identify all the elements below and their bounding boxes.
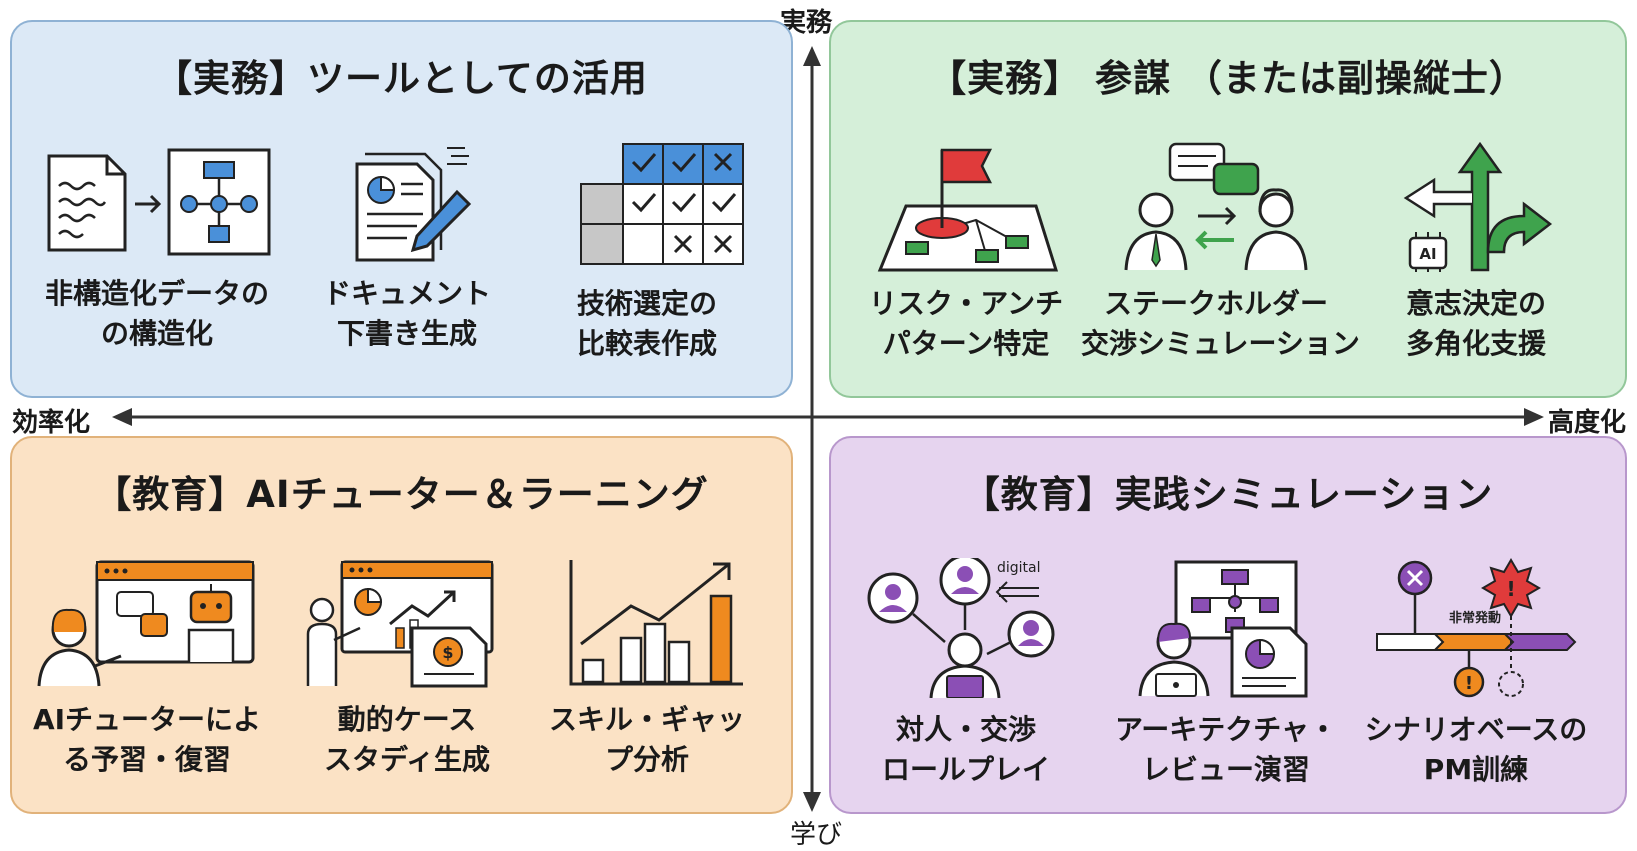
item-label: AIチューターによ る予習・復習 (32, 703, 262, 776)
item-stakeholder-negotiation: ステークホルダー 交渉シミュレーション (1081, 142, 1360, 364)
emergency-tag: 非常発動 (1449, 610, 1501, 626)
item-label: リスク・アンチ パターン特定 (868, 287, 1064, 360)
digital-tag: digital (997, 560, 1041, 576)
item-label: 意志決定の 多角化支援 (1405, 287, 1546, 360)
architecture-review-icon (1138, 560, 1308, 698)
comparison-table-icon (580, 143, 744, 265)
svg-text:$: $ (442, 643, 453, 662)
quadrant-bottom-left: 【教育】AIチューター＆ラーニング AIチューターによ る予習・復習 (10, 436, 793, 814)
item-role-play: digital 対人・交渉 ロールプレイ (841, 558, 1091, 790)
svg-text:!: ! (1465, 673, 1473, 694)
item-scenario-pm: ! 非常発動 ! シナリオベースの PM訓練 (1351, 558, 1601, 790)
item-risk-antipattern: リスク・アンチ パターン特定 (841, 142, 1091, 364)
document-to-flowchart-icon (47, 148, 271, 256)
item-label: 非構造化データの の構造化 (44, 277, 269, 350)
growth-bar-chart-icon (569, 560, 743, 686)
item-document-draft: ドキュメント 下書き生成 (282, 142, 532, 354)
quadrant-title: 【実務】 参謀 （または副操縦士） (929, 57, 1527, 100)
item-architecture-review: アーキテクチャ・ レビュー演習 (1101, 558, 1351, 790)
axis-label-right: 高度化 (1548, 408, 1627, 438)
document-pen-icon (355, 147, 472, 262)
item-label: 動的ケース スタディ生成 (323, 703, 491, 776)
item-skill-gap: スキル・ギャッ プ分析 (522, 558, 772, 780)
quadrant-bottom-right: 【教育】実践シミュレーション digital 対人・交渉 ロールプレイ (829, 436, 1627, 814)
item-decision-support: AI 意志決定の 多角化支援 (1351, 142, 1601, 364)
case-study-presentation-icon: $ (306, 560, 494, 688)
item-label: 対人・交渉 ロールプレイ (881, 713, 1050, 786)
timeline-alert-icon: ! 非常発動 ! (1376, 558, 1577, 698)
quadrant-title: 【教育】実践シミュレーション (962, 473, 1494, 516)
item-tech-comparison: 技術選定の 比較表作成 (522, 142, 772, 364)
item-unstructured-data: 非構造化データの の構造化 (32, 142, 282, 354)
item-label: 技術選定の 比較表作成 (576, 287, 717, 360)
quadrant-top-left: 【実務】ツールとしての活用 非構造化データの の構造化 (10, 20, 793, 398)
item-case-study: $ 動的ケース スタディ生成 (282, 558, 532, 780)
people-network-icon: digital (867, 558, 1055, 698)
item-ai-tutor: AIチューターによ る予習・復習 (22, 558, 272, 780)
quadrant-title: 【教育】AIチューター＆ラーニング (94, 473, 709, 516)
item-label: スキル・ギャッ プ分析 (548, 703, 745, 776)
ai-tutor-icon (37, 560, 255, 687)
quadrant-top-right: 【実務】 参謀 （または副操縦士） リスク・アンチ パターン特定 (829, 20, 1627, 398)
svg-text:!: ! (1506, 577, 1515, 601)
axis-label-left: 効率化 (12, 408, 91, 438)
quadrant-title: 【実務】ツールとしての活用 (155, 57, 648, 100)
item-label: ステークホルダー 交渉シミュレーション (1081, 287, 1360, 360)
flag-map-icon (877, 148, 1059, 272)
item-label: シナリオベースの PM訓練 (1364, 713, 1588, 786)
branching-arrows-ai-icon: AI (1403, 142, 1553, 272)
item-label: アーキテクチャ・ レビュー演習 (1114, 713, 1338, 786)
stakeholder-exchange-icon (1124, 142, 1308, 271)
item-label: ドキュメント 下書き生成 (322, 277, 491, 350)
axis-label-bottom: 学び (790, 820, 843, 850)
ai-chip-text: AI (1419, 245, 1436, 263)
